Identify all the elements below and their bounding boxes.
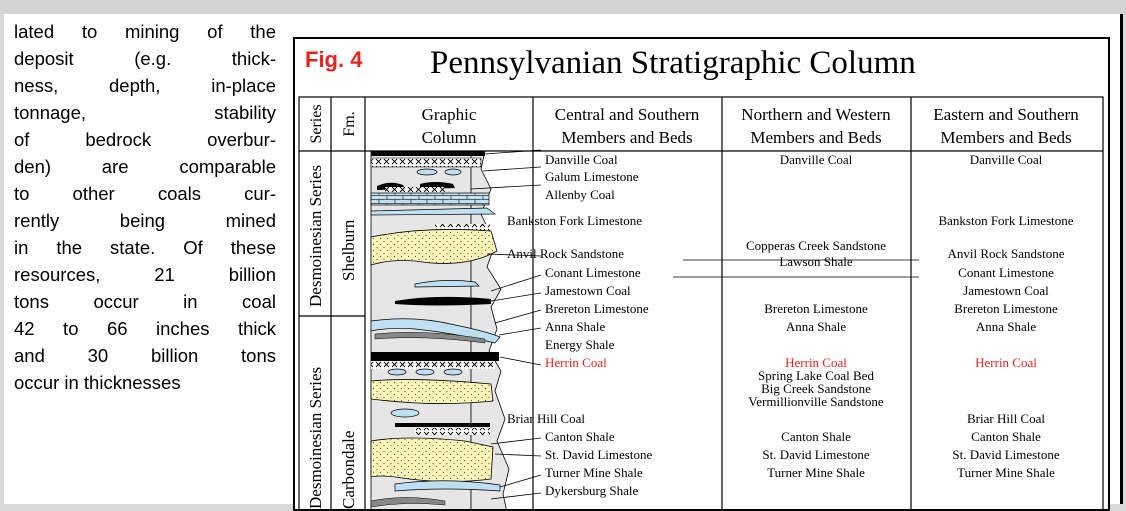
central-anna-shale: Anna Shale bbox=[545, 319, 606, 334]
central-herrin-coal: Herrin Coal bbox=[545, 355, 607, 370]
central-conant-limestone: Conant Limestone bbox=[545, 265, 641, 280]
central-dykersburg-shale: Dykersburg Shale bbox=[545, 483, 639, 498]
series-label-upper: Desmoinesian Series bbox=[306, 165, 325, 307]
northern-anna-shale: Anna Shale bbox=[786, 319, 847, 334]
northern-turner-mine-shale: Turner Mine Shale bbox=[767, 465, 865, 480]
figure-4: Fig. 4 Pennsylvanian Stratigraphic Colum… bbox=[293, 37, 1110, 511]
text-line: to other coals cur- bbox=[14, 180, 276, 207]
central-members: Danville Coal Galum Limestone Allenby Co… bbox=[507, 152, 652, 498]
text-line: den) are comparable bbox=[14, 153, 276, 180]
eastern-bankston-fork-limestone: Bankston Fork Limestone bbox=[938, 213, 1073, 228]
eastern-conant-limestone: Conant Limestone bbox=[958, 265, 1054, 280]
central-allenby-coal: Allenby Coal bbox=[545, 187, 615, 202]
header-formation: Fm. bbox=[341, 111, 358, 136]
formation-label-shelburn: Shelburn bbox=[339, 219, 358, 281]
header-northern-1: Northern and Western bbox=[741, 105, 891, 124]
eastern-danville-coal: Danville Coal bbox=[970, 152, 1043, 167]
stratigraphic-column: Series Fm. Graphic Column Central and So… bbox=[295, 39, 1108, 509]
text-line: deposit (e.g. thick- bbox=[14, 45, 276, 72]
northern-st-david-limestone: St. David Limestone bbox=[762, 447, 869, 462]
eastern-briar-hill-coal: Briar Hill Coal bbox=[967, 411, 1045, 426]
text-line: in the state. Of these bbox=[14, 234, 276, 261]
central-bankston-fork-limestone: Bankston Fork Limestone bbox=[507, 213, 642, 228]
header-series: Series bbox=[308, 104, 325, 143]
central-jamestown-coal: Jamestown Coal bbox=[545, 283, 631, 298]
central-canton-shale: Canton Shale bbox=[545, 429, 615, 444]
text-line: ness, depth, in-place bbox=[14, 72, 276, 99]
central-turner-mine-shale: Turner Mine Shale bbox=[545, 465, 643, 480]
central-brereton-limestone: Brereton Limestone bbox=[545, 301, 649, 316]
eastern-anna-shale: Anna Shale bbox=[976, 319, 1037, 334]
header-graphic-2: Column bbox=[422, 128, 477, 147]
central-anvil-rock-sandstone: Anvil Rock Sandstone bbox=[507, 246, 624, 261]
central-galum-limestone: Galum Limestone bbox=[545, 169, 639, 184]
text-line: of bedrock overbur- bbox=[14, 126, 276, 153]
eastern-herrin-coal: Herrin Coal bbox=[975, 355, 1037, 370]
eastern-brereton-limestone: Brereton Limestone bbox=[954, 301, 1058, 316]
text-line: resources, 21 billion bbox=[14, 261, 276, 288]
text-line: 42 to 66 inches thick bbox=[14, 315, 276, 342]
central-energy-shale: Energy Shale bbox=[545, 337, 615, 352]
central-danville-coal: Danville Coal bbox=[545, 152, 618, 167]
northern-canton-shale: Canton Shale bbox=[781, 429, 851, 444]
text-line: lated to mining of the bbox=[14, 18, 276, 45]
northern-lawson-shale: Lawson Shale bbox=[779, 254, 853, 269]
series-label-lower: Desmoinesian Series bbox=[306, 367, 325, 509]
eastern-members: Danville Coal Bankston Fork Limestone An… bbox=[938, 152, 1073, 480]
central-st-david-limestone: St. David Limestone bbox=[545, 447, 652, 462]
northern-brereton-limestone: Brereton Limestone bbox=[764, 301, 868, 316]
header-eastern-2: Members and Beds bbox=[940, 128, 1071, 147]
formation-label-carbondale: Carbondale bbox=[339, 431, 358, 509]
text-line: occur in thicknesses bbox=[14, 369, 276, 396]
central-briar-hill-coal: Briar Hill Coal bbox=[507, 411, 585, 426]
northern-danville-coal: Danville Coal bbox=[780, 152, 853, 167]
top-bar bbox=[0, 0, 1126, 14]
header-northern-2: Members and Beds bbox=[750, 128, 881, 147]
northern-members: Danville Coal Copperas Creek Sandstone L… bbox=[746, 152, 886, 480]
text-line: tons occur in coal bbox=[14, 288, 276, 315]
body-text: lated to mining of the deposit (e.g. thi… bbox=[14, 18, 276, 396]
northern-vermillionville-sandstone: Vermillionville Sandstone bbox=[748, 394, 884, 409]
eastern-turner-mine-shale: Turner Mine Shale bbox=[957, 465, 1055, 480]
eastern-anvil-rock-sandstone: Anvil Rock Sandstone bbox=[948, 246, 1065, 261]
text-line: tonnage, stability bbox=[14, 99, 276, 126]
eastern-jamestown-coal: Jamestown Coal bbox=[963, 283, 1049, 298]
header-graphic-1: Graphic bbox=[422, 105, 477, 124]
northern-copperas-creek-sandstone: Copperas Creek Sandstone bbox=[746, 238, 886, 253]
text-line: rently being mined bbox=[14, 207, 276, 234]
text-line: and 30 billion tons bbox=[14, 342, 276, 369]
eastern-canton-shale: Canton Shale bbox=[971, 429, 1041, 444]
header-central-1: Central and Southern bbox=[555, 105, 700, 124]
header-central-2: Members and Beds bbox=[561, 128, 692, 147]
header-eastern-1: Eastern and Southern bbox=[933, 105, 1079, 124]
graphic-column bbox=[371, 151, 509, 509]
eastern-st-david-limestone: St. David Limestone bbox=[952, 447, 1059, 462]
